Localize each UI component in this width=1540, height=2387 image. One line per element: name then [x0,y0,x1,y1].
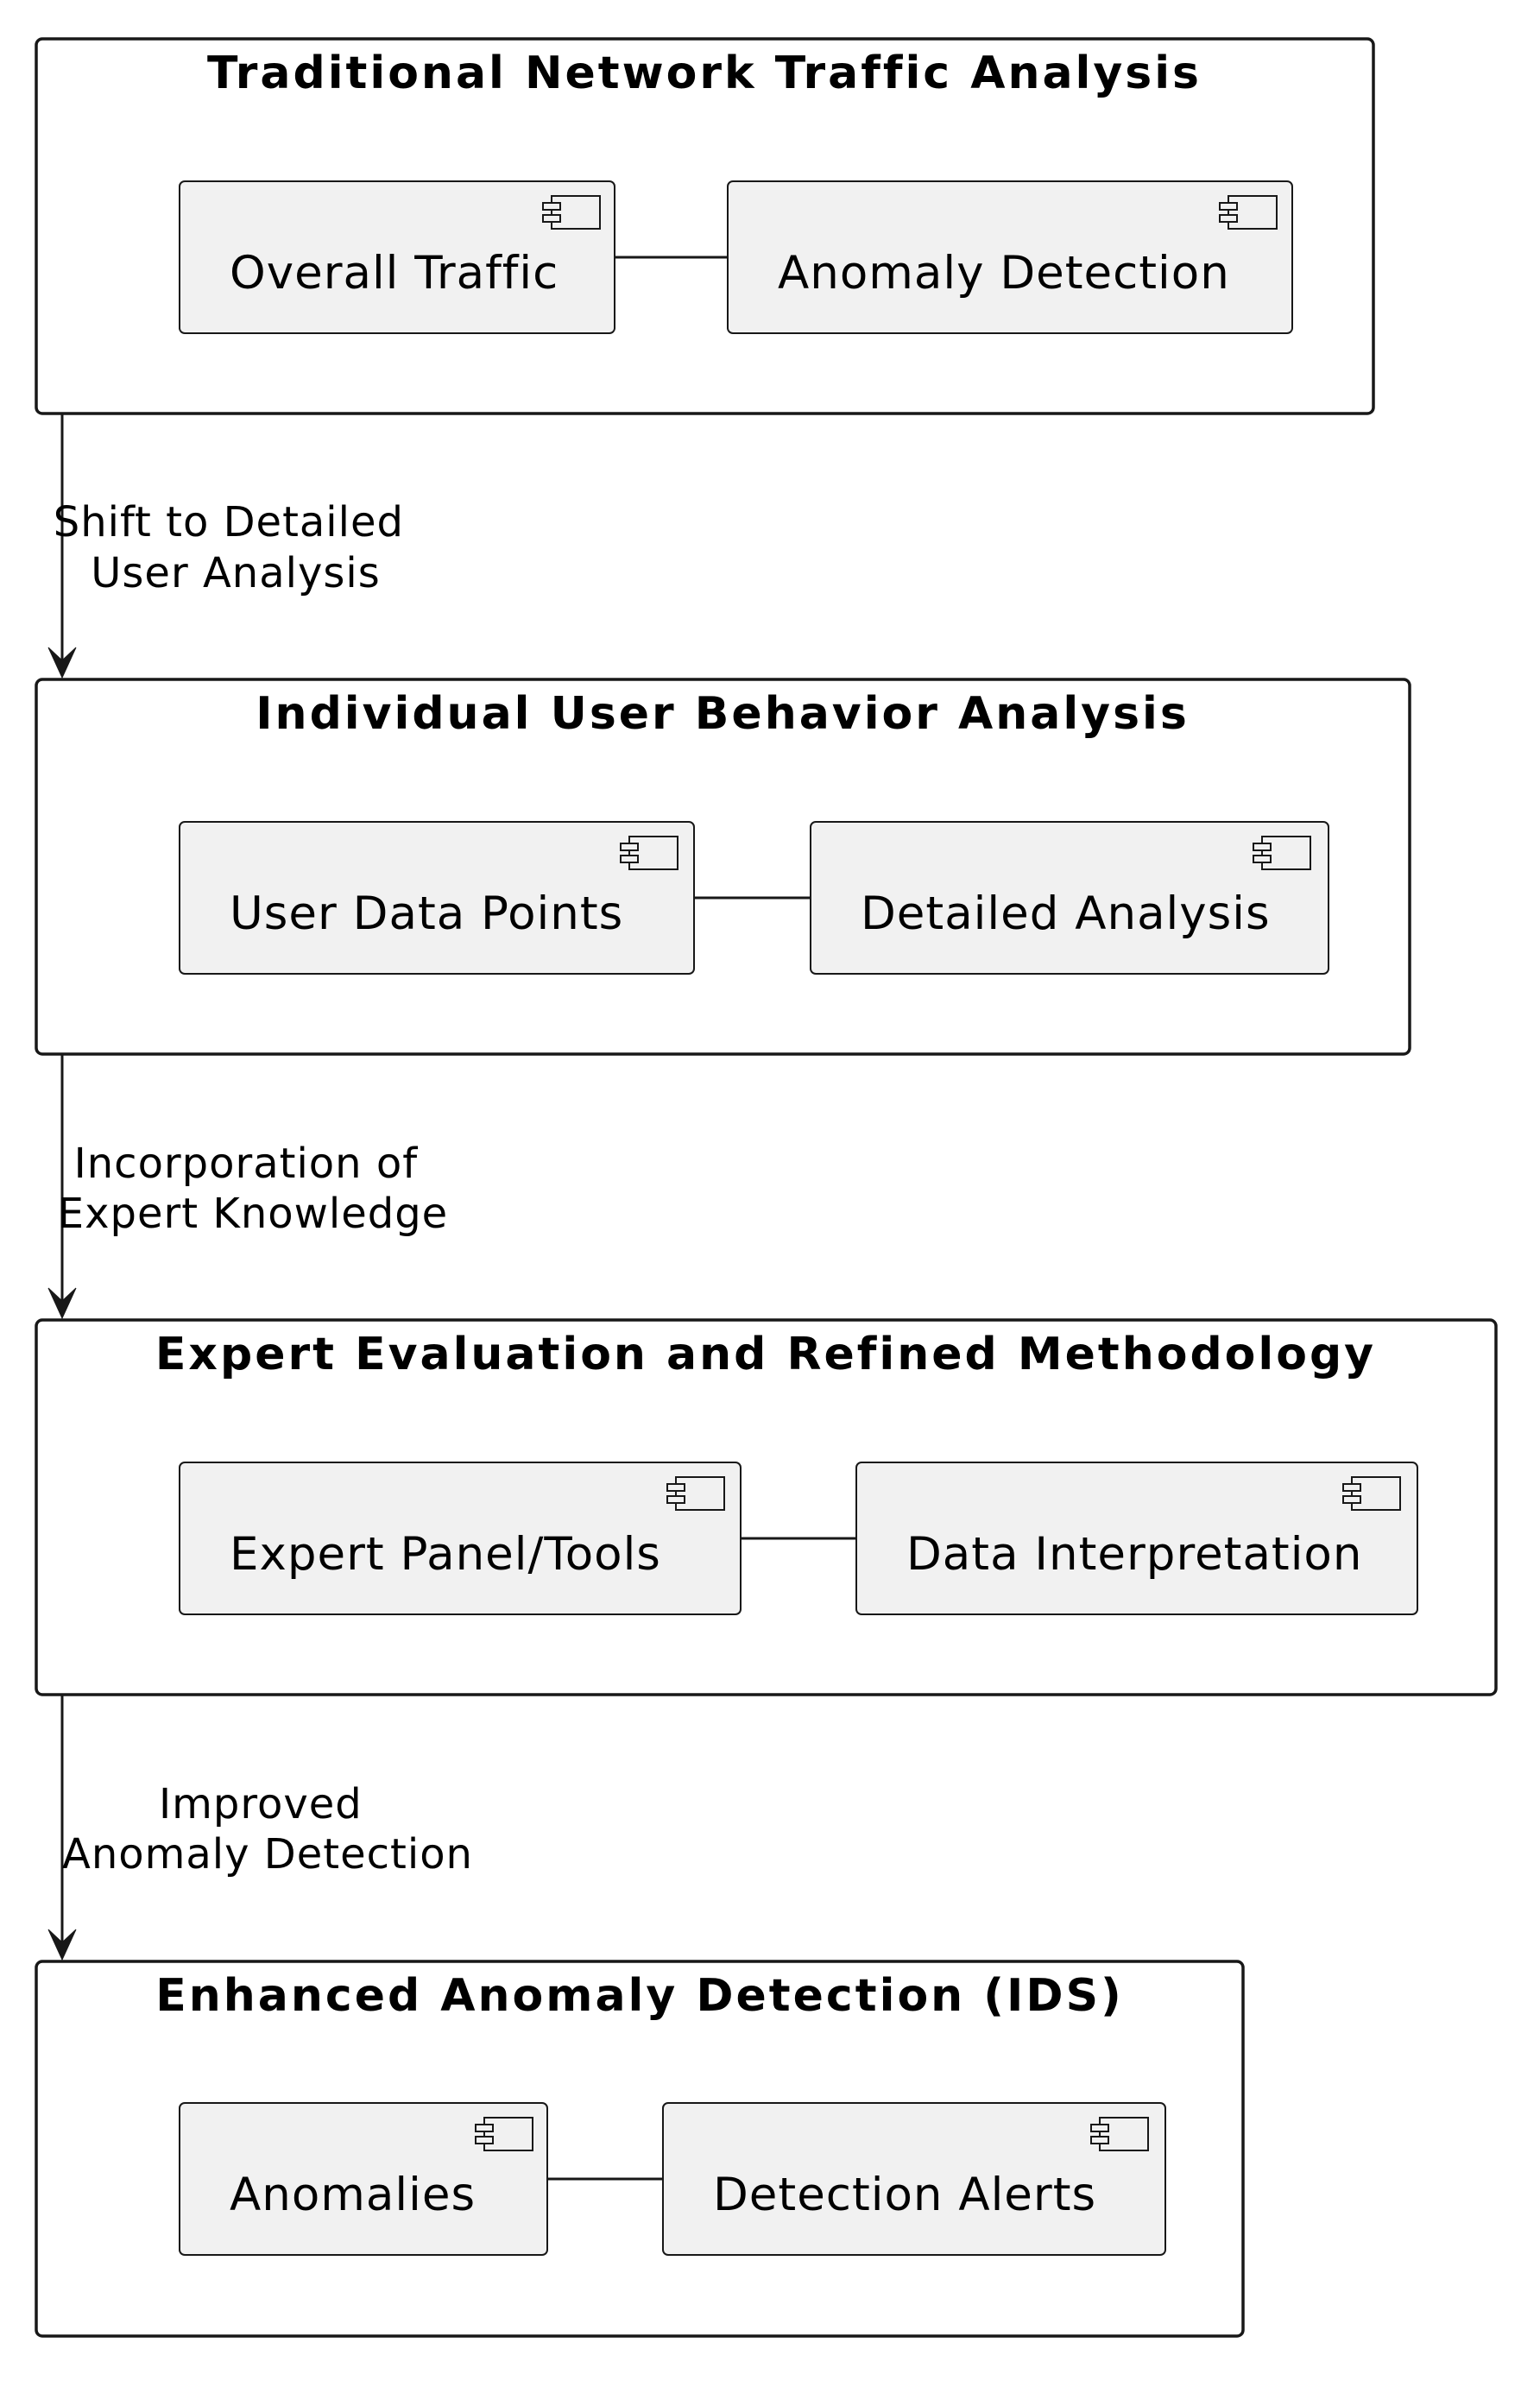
package-title: Traditional Network Traffic Analysis [207,47,1202,99]
component-anomaly-detection[interactable]: Anomaly Detection [727,180,1293,334]
component-overall-traffic[interactable]: Overall Traffic [179,180,615,334]
package-expert-evaluation-and-refined-methodology: Expert Evaluation and Refined Methodolog… [35,1318,1498,1696]
transition-arrow-2: Incorporation of Expert Knowledge [47,1054,448,1320]
package-title: Enhanced Anomaly Detection (IDS) [155,1970,1124,2022]
component-label: Detection Alerts [713,2169,1096,2221]
component-label: Anomaly Detection [778,247,1230,300]
arrow-down-icon [47,1929,77,1961]
transition-label-line: User Analysis [91,549,380,597]
transition-arrow-3: Improved Anomaly Detection [47,1695,473,1961]
component-icon [1219,195,1278,230]
package-title: Individual User Behavior Analysis [256,688,1190,740]
component-label: Data Interpretation [906,1528,1362,1581]
package-title: Expert Evaluation and Refined Methodolog… [155,1329,1376,1380]
component-icon [1090,2117,1149,2151]
component-label: Overall Traffic [230,247,559,300]
component-icon [542,195,601,230]
component-icon [666,1476,725,1511]
arrow-down-icon [47,647,77,679]
component-label: User Data Points [230,887,623,940]
transition-label: Shift to Detailed User Analysis [54,498,418,597]
component-label: Anomalies [230,2169,476,2221]
component-icon [620,836,678,870]
transition-arrow-1: Shift to Detailed User Analysis [47,414,418,679]
package-enhanced-anomaly-detection-ids: Enhanced Anomaly Detection (IDS) Anomali… [35,1960,1245,2338]
component-detailed-analysis[interactable]: Detailed Analysis [810,821,1329,975]
component-anomalies[interactable]: Anomalies [179,2102,548,2256]
component-user-data-points[interactable]: User Data Points [179,821,695,975]
component-expert-panel-tools[interactable]: Expert Panel/Tools [179,1462,742,1615]
transition-label-line: Shift to Detailed [54,498,404,546]
package-traditional-network-traffic-analysis: Traditional Network Traffic Analysis Ove… [35,37,1375,415]
transition-label: Improved Anomaly Detection [62,1780,473,1879]
transition-label: Incorporation of Expert Knowledge [58,1140,448,1238]
component-icon [1342,1476,1401,1511]
transition-label-line: Incorporation of [74,1140,419,1188]
transition-label-line: Expert Knowledge [58,1190,448,1238]
component-box [855,1462,1418,1615]
component-icon [475,2117,533,2151]
component-box [727,180,1293,334]
component-detection-alerts[interactable]: Detection Alerts [662,2102,1166,2256]
package-individual-user-behavior-analysis: Individual User Behavior Analysis User D… [35,678,1411,1056]
component-data-interpretation[interactable]: Data Interpretation [855,1462,1418,1615]
transition-label-line: Improved [159,1780,363,1828]
component-icon [1253,836,1311,870]
transition-label-line: Anomaly Detection [62,1830,473,1879]
component-label: Expert Panel/Tools [230,1528,661,1581]
arrow-down-icon [47,1287,77,1320]
component-box [810,821,1329,975]
component-label: Detailed Analysis [861,887,1271,940]
component-box [662,2102,1166,2256]
